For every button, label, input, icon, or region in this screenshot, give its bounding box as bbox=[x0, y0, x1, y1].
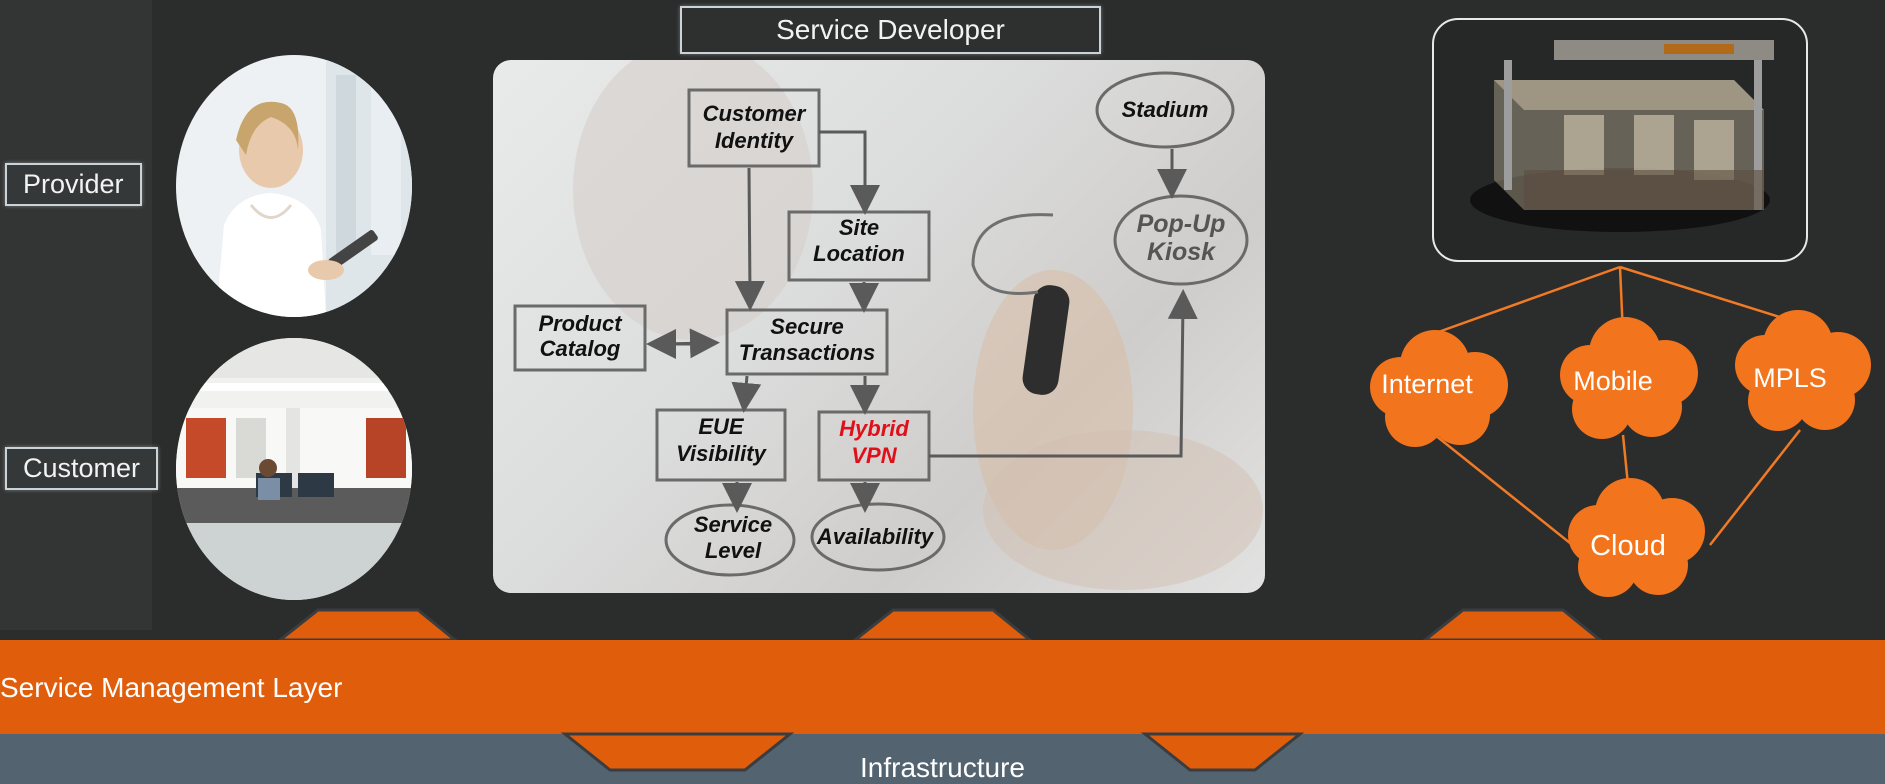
eue-visibility-line2: Visibility bbox=[676, 441, 767, 466]
oval-service-level: Service Level bbox=[664, 503, 796, 577]
popup-kiosk-line2: Kiosk bbox=[1147, 238, 1216, 266]
eue-visibility-line1: EUE bbox=[698, 414, 745, 439]
service-management-label: Service Management Layer bbox=[0, 672, 343, 703]
site-location-line2: Location bbox=[813, 241, 905, 266]
product-catalog-line1: Product bbox=[538, 311, 623, 336]
flow-arrows bbox=[646, 130, 1198, 513]
stadium-text: Stadium bbox=[1122, 97, 1209, 122]
box-eue-visibility: EUE Visibility bbox=[655, 408, 787, 482]
service-management-layer bbox=[0, 640, 1885, 734]
customer-identity-line2: Identity bbox=[715, 128, 795, 153]
box-hybrid-vpn: Hybrid VPN bbox=[817, 410, 931, 482]
box-product-catalog: Product Catalog bbox=[513, 304, 647, 372]
cloud-cloud bbox=[1568, 478, 1705, 597]
infra-notch-right bbox=[1140, 732, 1305, 772]
cloud-cloud-label: Cloud bbox=[1590, 530, 1666, 562]
provider-label: Provider bbox=[5, 163, 142, 206]
cloud-mobile bbox=[1560, 317, 1698, 439]
secure-transactions-line1: Secure bbox=[770, 314, 843, 339]
service-developer-label: Service Developer bbox=[680, 6, 1101, 54]
box-customer-identity: Customer Identity bbox=[687, 88, 821, 168]
secure-transactions-line2: Transactions bbox=[739, 340, 876, 365]
hybrid-vpn-line2: VPN bbox=[851, 443, 897, 468]
oval-popup-kiosk: Pop-Up Kiosk bbox=[1113, 194, 1249, 286]
infrastructure-layer bbox=[0, 734, 1885, 784]
site-location-line1: Site bbox=[839, 215, 879, 240]
product-catalog-line2: Catalog bbox=[540, 336, 621, 361]
infrastructure-label: Infrastructure bbox=[860, 752, 1025, 783]
network-links bbox=[1429, 265, 1806, 556]
kiosk-image bbox=[1432, 18, 1808, 262]
service-level-line1: Service bbox=[694, 512, 772, 537]
box-site-location: Site Location bbox=[787, 210, 931, 282]
customer-label: Customer bbox=[5, 447, 159, 490]
provider-photo bbox=[176, 55, 412, 317]
flowchart-board: Customer Identity Site Location Product … bbox=[493, 60, 1265, 593]
infra-notch-left bbox=[560, 732, 795, 772]
hybrid-vpn-line1: Hybrid bbox=[839, 416, 909, 441]
cloud-internet bbox=[1370, 330, 1508, 447]
cloud-mpls bbox=[1735, 310, 1871, 431]
availability-text: Availability bbox=[816, 524, 935, 549]
cloud-internet-label: Internet bbox=[1381, 369, 1473, 399]
oval-availability: Availability bbox=[810, 502, 946, 572]
oval-stadium: Stadium bbox=[1095, 71, 1235, 149]
customer-identity-line1: Customer bbox=[703, 101, 807, 126]
left-panel bbox=[0, 0, 152, 630]
cloud-mobile-label: Mobile bbox=[1573, 366, 1653, 396]
popup-kiosk-line1: Pop-Up bbox=[1137, 210, 1226, 238]
customer-photo bbox=[176, 338, 412, 600]
box-secure-transactions: Secure Transactions bbox=[725, 308, 889, 376]
network-diagram: Internet Mobile MPLS Cloud bbox=[1370, 265, 1871, 597]
service-level-line2: Level bbox=[705, 538, 762, 563]
cloud-mpls-label: MPLS bbox=[1753, 363, 1827, 393]
